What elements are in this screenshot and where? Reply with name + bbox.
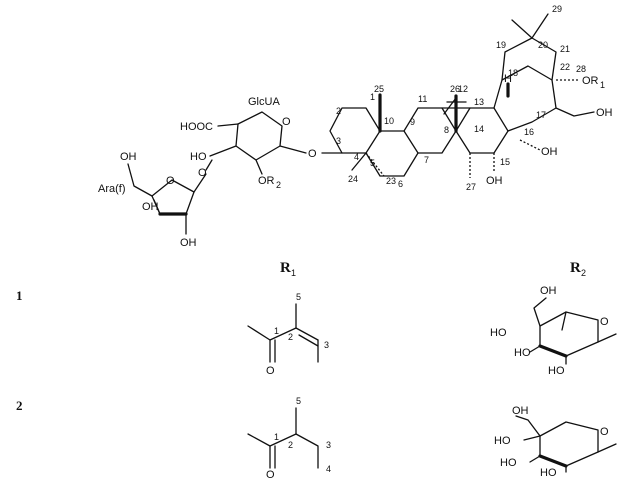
carbon-number: 29 bbox=[552, 4, 562, 14]
r1-acyl-compound-2 bbox=[247, 407, 319, 469]
r2-column-header-subscript: 2 bbox=[581, 268, 586, 278]
carbon-number: 11 bbox=[418, 94, 427, 104]
carbon-number: 26 bbox=[450, 84, 460, 94]
r2-column-header: R bbox=[570, 260, 581, 276]
carbon-number: 18 bbox=[508, 68, 518, 78]
araf-oh-bottom-label: OH bbox=[180, 237, 197, 249]
r2-ho-label: HO bbox=[514, 347, 531, 359]
r2-ho-label: HO bbox=[494, 435, 511, 447]
carbon-number: 4 bbox=[354, 152, 359, 162]
carbon-number: 8 bbox=[444, 125, 449, 135]
aglycone-carbon-numbers: 1 2 3 4 5 6 7 8 9 10 11 12 13 14 15 16 1… bbox=[336, 4, 586, 192]
glcua-ring bbox=[205, 111, 307, 175]
carbon-number: 20 bbox=[538, 40, 548, 50]
r2-ho-label: HO bbox=[500, 457, 517, 469]
r2-sugar-compound-1 bbox=[529, 297, 617, 365]
carbon-number: 13 bbox=[474, 97, 484, 107]
r1-carbonyl-oxygen: O bbox=[266, 469, 275, 480]
r2-oh-label: OH bbox=[512, 405, 529, 417]
carbon-number: 19 bbox=[496, 40, 506, 50]
carbon-number: 2 bbox=[336, 106, 341, 116]
carbon-number: 10 bbox=[384, 116, 394, 126]
carbon-number: 5 bbox=[370, 158, 375, 168]
r2-oh-label: OH bbox=[540, 285, 557, 297]
carbon-number: 16 bbox=[524, 127, 534, 137]
carbon-number: 25 bbox=[374, 84, 384, 94]
carbon-number: 3 bbox=[336, 136, 341, 146]
carbon-number: 6 bbox=[398, 179, 403, 189]
r1-c4-label: 4 bbox=[326, 464, 331, 474]
r1-c3-label: 3 bbox=[326, 440, 331, 450]
hydroxyl-15-label: OH bbox=[486, 175, 503, 187]
r1-acyl-compound-1 bbox=[247, 303, 319, 363]
glcua-or2-subscript: 2 bbox=[276, 180, 281, 190]
r1-c1-label: 1 bbox=[274, 326, 279, 336]
r2-ring-oxygen: O bbox=[600, 426, 609, 438]
carbon-number: 27 bbox=[466, 182, 476, 192]
araf-oh-top-label: OH bbox=[142, 201, 159, 213]
carbon-number: 12 bbox=[458, 84, 468, 94]
glcua-name-label: GlcUA bbox=[248, 96, 280, 108]
r1-c1-label: 1 bbox=[274, 432, 279, 442]
carbon-number: 28 bbox=[576, 64, 586, 74]
araf-ch2oh-label: OH bbox=[120, 151, 137, 163]
glcua-ring-oxygen: O bbox=[282, 116, 291, 128]
glcua-ho-label: HO bbox=[190, 151, 207, 163]
aglycone-skeleton bbox=[321, 13, 595, 178]
hydroxyl-28-label: OH bbox=[596, 107, 613, 119]
r1-carbonyl-oxygen: O bbox=[266, 365, 275, 377]
araf-ring-oxygen: O bbox=[166, 175, 175, 187]
carbon-number: 9 bbox=[410, 117, 415, 127]
carbon-number: 15 bbox=[500, 157, 510, 167]
carbon-number: 23 bbox=[386, 176, 396, 186]
carbon-number: 21 bbox=[560, 44, 570, 54]
r1-c2-label: 2 bbox=[288, 332, 293, 342]
hydrogen-18-label: H bbox=[504, 73, 512, 85]
or1-22-label: OR bbox=[582, 75, 599, 87]
carbon-number: 17 bbox=[536, 110, 546, 120]
compound-number-1: 1 bbox=[16, 288, 23, 303]
r1-column-header: R bbox=[280, 260, 291, 276]
r1-c3-label: 3 bbox=[324, 340, 329, 350]
r2-ho-label: HO bbox=[540, 467, 557, 479]
carbon-number: 24 bbox=[348, 174, 358, 184]
r2-ring-oxygen: O bbox=[600, 316, 609, 328]
r1-column-header-subscript: 1 bbox=[291, 268, 296, 278]
glcua-cooh-label: HOOC bbox=[180, 121, 213, 133]
carbon-number: 14 bbox=[474, 124, 484, 134]
carbon-number: 1 bbox=[370, 92, 375, 102]
carbon-number: 22 bbox=[560, 62, 570, 72]
or1-22-subscript: 1 bbox=[600, 80, 605, 90]
glcua-link-oxygen: O bbox=[308, 148, 317, 160]
compound-number-2: 2 bbox=[16, 398, 23, 413]
araf-link-oxygen: O bbox=[198, 167, 207, 179]
glcua-or2-label: OR bbox=[258, 175, 275, 187]
r1-c5-label: 5 bbox=[296, 292, 301, 302]
araf-ring bbox=[127, 163, 207, 235]
r2-ho-label: HO bbox=[548, 365, 565, 377]
r2-ho-label: HO bbox=[490, 327, 507, 339]
r1-c2-label: 2 bbox=[288, 440, 293, 450]
carbon-number: 7 bbox=[424, 155, 429, 165]
hydroxyl-16-label: OH bbox=[541, 146, 558, 158]
r2-sugar-compound-2 bbox=[515, 415, 617, 473]
araf-name-label: Ara(f) bbox=[98, 183, 126, 195]
r1-c5-label: 5 bbox=[296, 396, 301, 406]
